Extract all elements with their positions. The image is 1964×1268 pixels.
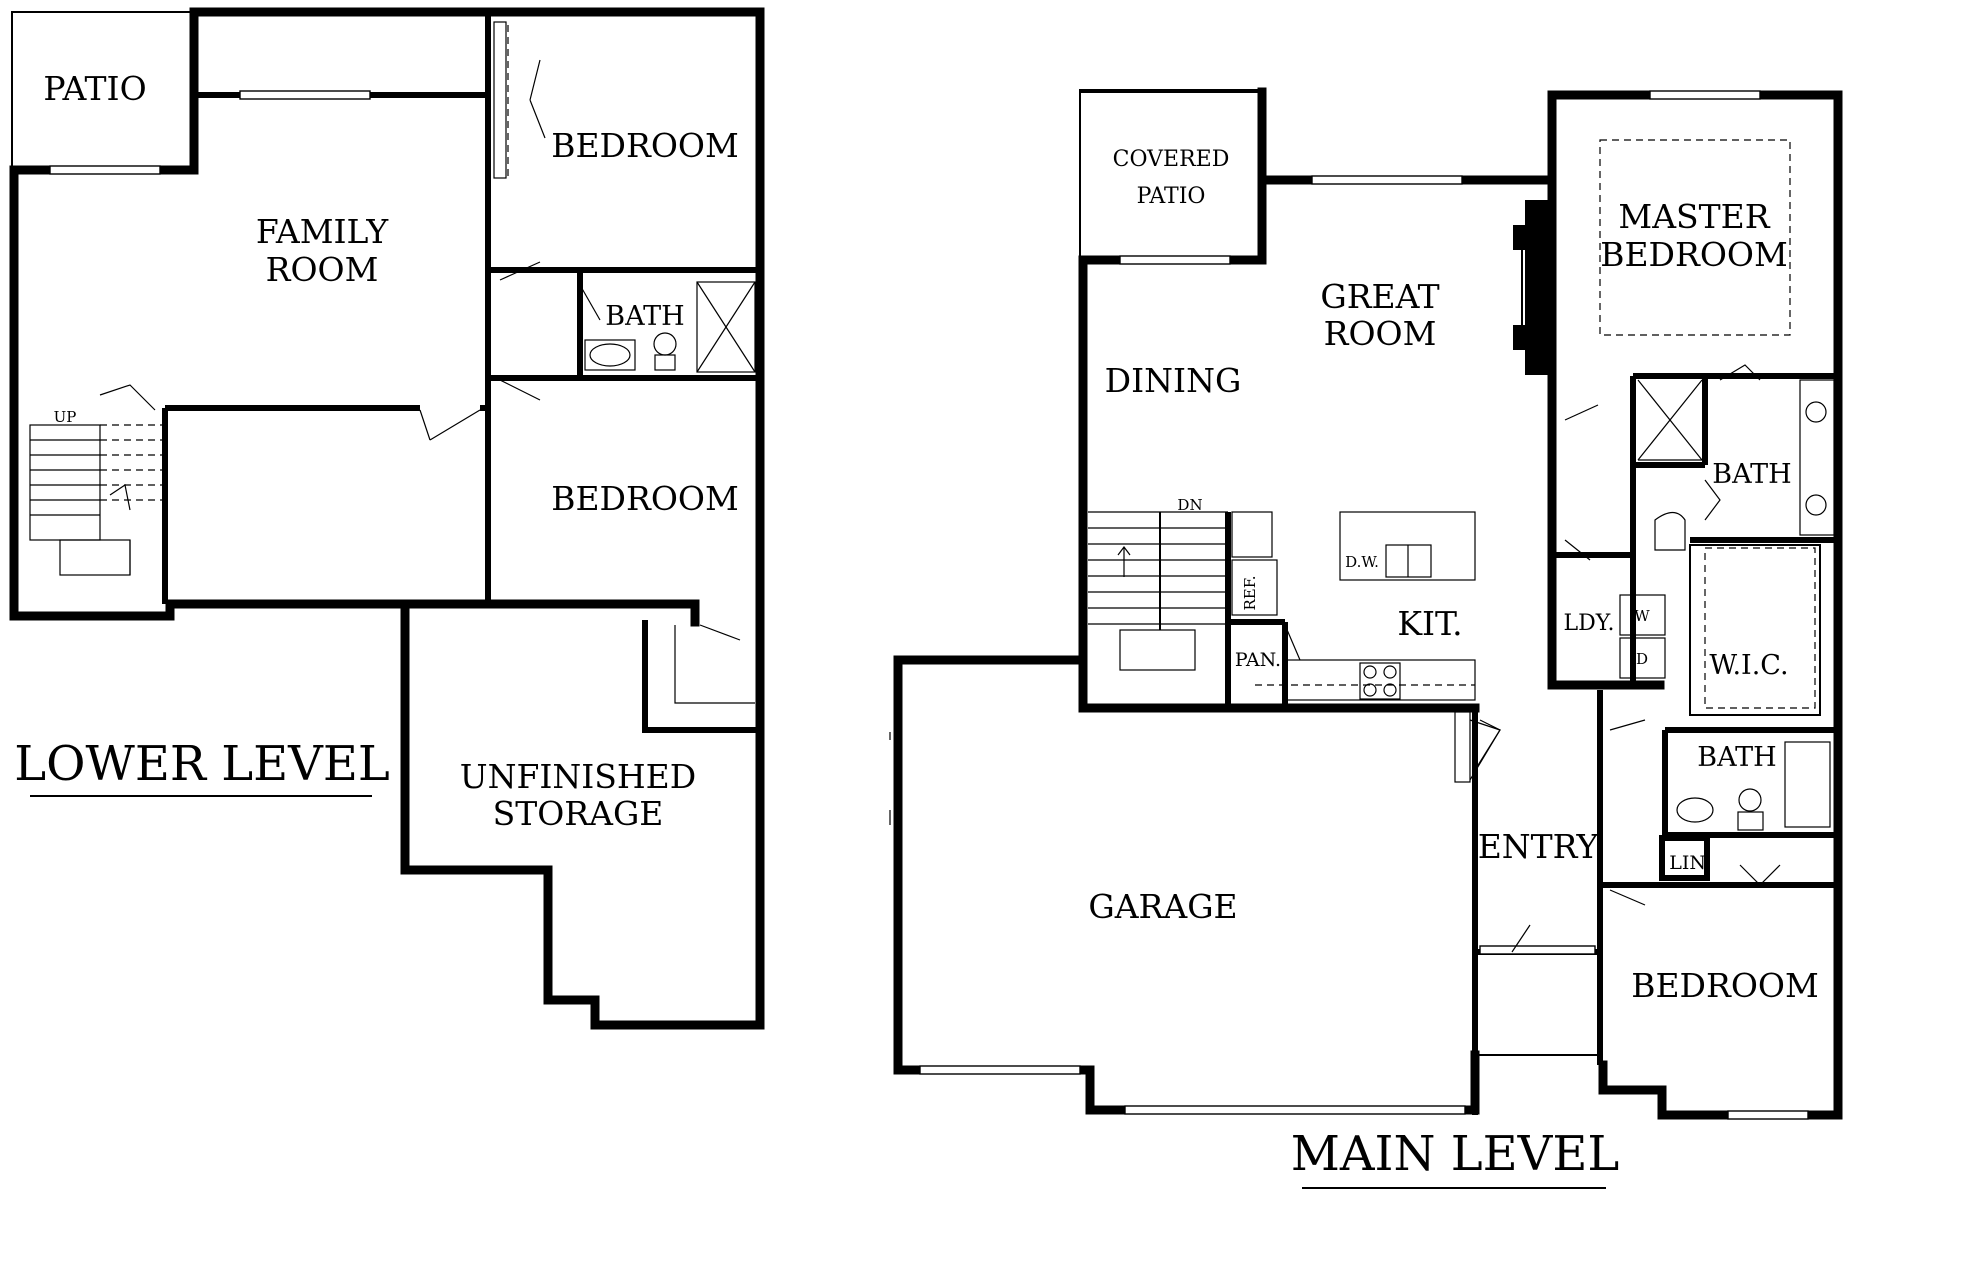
main-outer-wall-top	[1257, 90, 1843, 1120]
main-stair	[1088, 511, 1229, 671]
dryer-label: D	[1636, 650, 1648, 668]
lower-outer-wall-right	[189, 7, 765, 630]
storage-wall	[400, 599, 765, 1030]
lower-patio-label: PATIO	[43, 69, 146, 108]
great-room-label-line1: GREAT	[1320, 277, 1439, 316]
entry-label: ENTRY	[1478, 827, 1600, 866]
main-bedroom-label: BEDROOM	[1631, 966, 1819, 1005]
storage-label-line2: STORAGE	[493, 794, 664, 833]
kitchen-label: KIT.	[1397, 604, 1462, 643]
dishwasher-label: D.W.	[1345, 553, 1379, 571]
main-level-title: MAIN LEVEL	[1291, 1126, 1620, 1182]
dining-label: DINING	[1105, 361, 1242, 400]
lower-bedroom-2-label: BEDROOM	[551, 479, 739, 518]
refrigerator-label: REF.	[1241, 575, 1259, 610]
lower-bedroom-1-label: BEDROOM	[551, 126, 739, 165]
main-level-labels: COVERED PATIO GREAT ROOM MASTER BEDROOM …	[1088, 147, 1819, 1189]
covered-patio-label-line2: PATIO	[1137, 184, 1206, 209]
garage-label: GARAGE	[1088, 887, 1237, 926]
covered-patio-outline	[1079, 89, 1263, 260]
lower-level-plan	[9, 7, 765, 1030]
family-room-label-line1: FAMILY	[256, 212, 389, 251]
pantry-label: PAN.	[1235, 649, 1281, 671]
great-room-label-line2: ROOM	[1324, 314, 1437, 353]
hall-bath-label: BATH	[1697, 742, 1776, 773]
main-level-plan	[889, 87, 1843, 1120]
walk-in-closet-label: W.I.C.	[1709, 650, 1788, 681]
lower-bath-label: BATH	[605, 301, 684, 332]
master-bedroom-label-line1: MASTER	[1618, 197, 1770, 236]
main-stair-dn-label: DN	[1177, 496, 1202, 514]
lower-outer-wall	[9, 7, 700, 627]
lower-level-labels: PATIO FAMILY ROOM BEDROOM BATH BEDROOM U…	[14, 69, 739, 833]
storage-label-line1: UNFINISHED	[460, 757, 696, 796]
master-bedroom-label-line2: BEDROOM	[1600, 235, 1788, 274]
washer-label: W	[1634, 607, 1650, 625]
covered-patio-label-line1: COVERED	[1113, 147, 1230, 172]
lower-stair-up-label: UP	[54, 408, 77, 426]
family-room-label-line2: ROOM	[266, 250, 379, 289]
linen-label: LIN.	[1669, 852, 1711, 874]
lower-level-title: LOWER LEVEL	[14, 736, 390, 792]
laundry-label: LDY.	[1564, 611, 1615, 636]
lower-stair	[29, 384, 165, 576]
master-bath-label: BATH	[1712, 459, 1791, 490]
